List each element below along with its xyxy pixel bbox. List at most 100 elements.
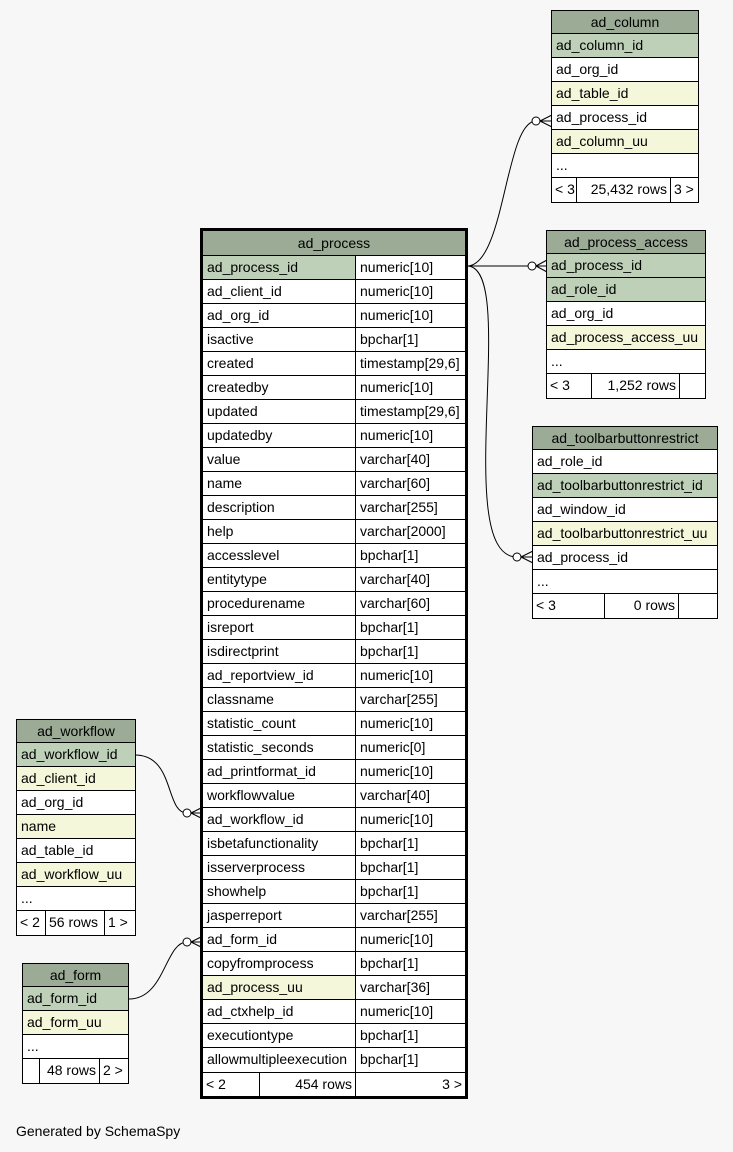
column-name[interactable]: ad_toolbarbuttonrestrict_uu xyxy=(537,525,708,541)
column-name[interactable]: ad_workflow_id xyxy=(21,746,118,762)
column-name[interactable]: ad_table_id xyxy=(21,842,94,858)
children-link[interactable]: 3 > xyxy=(442,1076,462,1092)
table-ad-form[interactable]: ad_form ad_form_id ad_form_uu ... 48 row… xyxy=(22,963,129,1084)
column-name: help xyxy=(203,520,356,543)
column-name[interactable]: ad_process_access_uu xyxy=(551,329,699,345)
column-name: showhelp xyxy=(203,880,356,903)
table-ad-process-access[interactable]: ad_process_access ad_process_id ad_role_… xyxy=(546,230,706,399)
table-ad-workflow[interactable]: ad_workflow ad_workflow_id ad_client_id … xyxy=(16,719,136,936)
children-link[interactable]: 2 > xyxy=(103,1062,123,1078)
parents-link[interactable]: < 2 xyxy=(203,1073,260,1096)
column-type: varchar[255] xyxy=(356,904,465,927)
children-link[interactable] xyxy=(679,594,717,618)
column-name[interactable]: ad_process_id xyxy=(537,549,629,565)
column-type: numeric[10] xyxy=(356,928,465,951)
column-name[interactable]: ad_form_uu xyxy=(27,1014,102,1030)
children-link[interactable]: 1 > xyxy=(108,914,128,930)
column-name[interactable]: ad_window_id xyxy=(537,501,626,517)
more-columns: ... xyxy=(21,890,33,906)
parents-link[interactable]: < 3 xyxy=(547,374,592,398)
column-name[interactable]: ad_org_id xyxy=(21,794,84,810)
column-name[interactable]: ad_client_id xyxy=(21,770,96,786)
column-type: numeric[10] xyxy=(356,664,465,687)
column-name[interactable]: ad_role_id xyxy=(551,281,617,297)
column-name: procedurename xyxy=(203,592,356,615)
table-ad-toolbarbuttonrestrict[interactable]: ad_toolbarbuttonrestrict ad_role_id ad_t… xyxy=(532,426,718,619)
table-header[interactable]: ad_workflow xyxy=(17,720,135,743)
parents-link[interactable]: < 3 xyxy=(533,594,605,618)
column-name[interactable]: ad_process_id xyxy=(551,257,643,273)
column-name[interactable]: ad_process_id xyxy=(556,109,648,125)
column-name[interactable]: ad_column_uu xyxy=(556,133,648,149)
column-type: varchar[60] xyxy=(356,592,465,615)
table-header[interactable]: ad_column xyxy=(552,11,698,34)
table-header[interactable]: ad_toolbarbuttonrestrict xyxy=(533,427,717,450)
row-count: 56 rows xyxy=(46,911,105,935)
edge-marker-circle xyxy=(527,261,537,271)
column-name[interactable]: ad_org_id xyxy=(556,61,619,77)
table-footer: < 2 454 rows 3 > xyxy=(203,1072,465,1096)
table-header[interactable]: ad_process_access xyxy=(547,231,705,254)
column-name[interactable]: ad_column_id xyxy=(556,37,644,53)
table-header[interactable]: ad_form xyxy=(23,964,128,987)
column-name[interactable]: ad_table_id xyxy=(556,85,629,101)
column-name[interactable]: name xyxy=(21,818,57,834)
column-name[interactable]: ad_org_id xyxy=(551,305,614,321)
column-name[interactable]: ad_form_id xyxy=(27,990,98,1006)
column-name[interactable]: ad_toolbarbuttonrestrict_id xyxy=(537,477,703,493)
parents-link[interactable] xyxy=(23,1059,40,1083)
column-type: bpchar[1] xyxy=(356,952,465,975)
column-name: ad_client_id xyxy=(203,280,356,303)
children-link[interactable] xyxy=(680,374,705,398)
children-link[interactable]: 3 > xyxy=(674,181,694,197)
parents-link[interactable]: < 3 xyxy=(552,178,577,202)
edge-marker-circle xyxy=(512,552,522,562)
column-type: bpchar[1] xyxy=(356,544,465,567)
column-name: isreport xyxy=(203,616,356,639)
column-name[interactable]: ad_workflow_uu xyxy=(21,866,123,882)
column-type: bpchar[1] xyxy=(356,1024,465,1047)
column-name[interactable]: ad_role_id xyxy=(537,453,603,469)
table-ad-column[interactable]: ad_column ad_column_id ad_org_id ad_tabl… xyxy=(551,10,699,203)
table-header[interactable]: ad_process xyxy=(203,231,465,256)
parents-link[interactable]: < 2 xyxy=(17,911,46,935)
column-name: allowmultipleexecution xyxy=(203,1048,356,1072)
